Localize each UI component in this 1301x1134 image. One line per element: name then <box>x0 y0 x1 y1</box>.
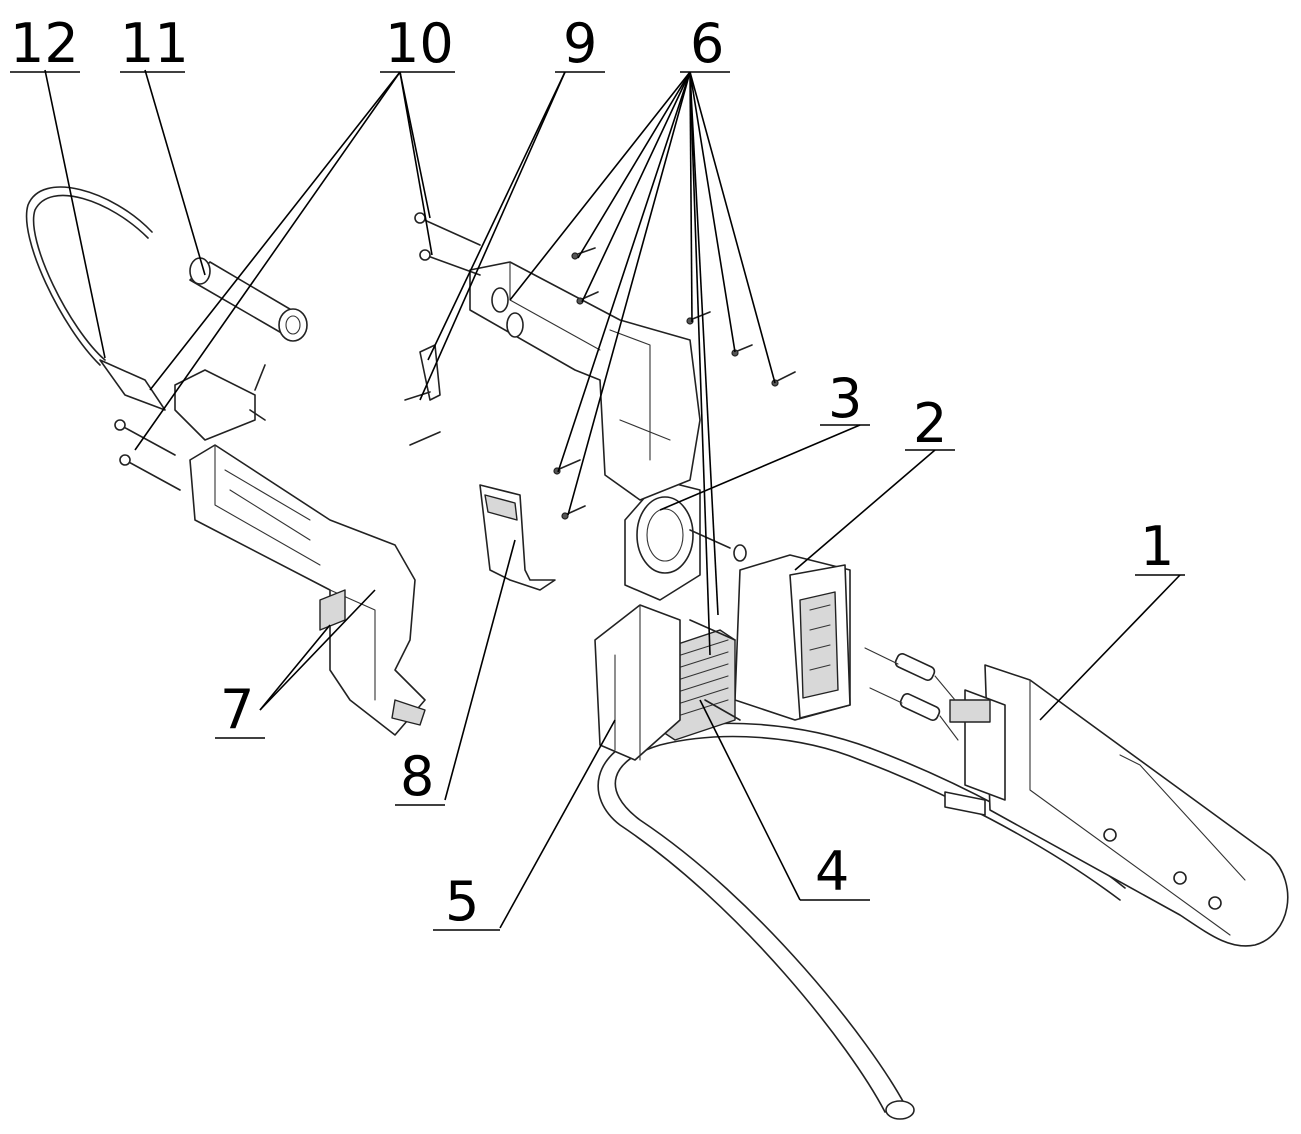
label-10: 10 <box>385 12 454 75</box>
part-12-power-cable <box>25 186 266 441</box>
part-1-main-body <box>597 647 1289 1120</box>
label-8: 8 <box>400 745 434 808</box>
part-7-handle-housing <box>114 419 426 736</box>
part-11-sleeve-tube <box>189 257 308 342</box>
label-7: 7 <box>220 678 254 741</box>
leader-lines <box>44 69 1181 929</box>
label-underlines <box>10 71 1185 931</box>
label-12: 12 <box>10 12 79 75</box>
part-2-heater-block <box>734 554 851 721</box>
part-5-housing-bracket <box>594 604 681 761</box>
label-2: 2 <box>913 392 947 455</box>
part-10-long-screws <box>414 212 481 276</box>
label-6: 6 <box>690 12 724 75</box>
label-1: 1 <box>1140 515 1174 578</box>
part-labels: 12 11 10 9 6 3 2 1 7 8 5 4 <box>10 12 1174 933</box>
label-3: 3 <box>828 367 862 430</box>
label-9: 9 <box>563 12 597 75</box>
label-5: 5 <box>445 870 479 933</box>
label-11: 11 <box>120 12 189 75</box>
part-8-control-board <box>479 484 556 591</box>
label-4: 4 <box>815 840 849 903</box>
